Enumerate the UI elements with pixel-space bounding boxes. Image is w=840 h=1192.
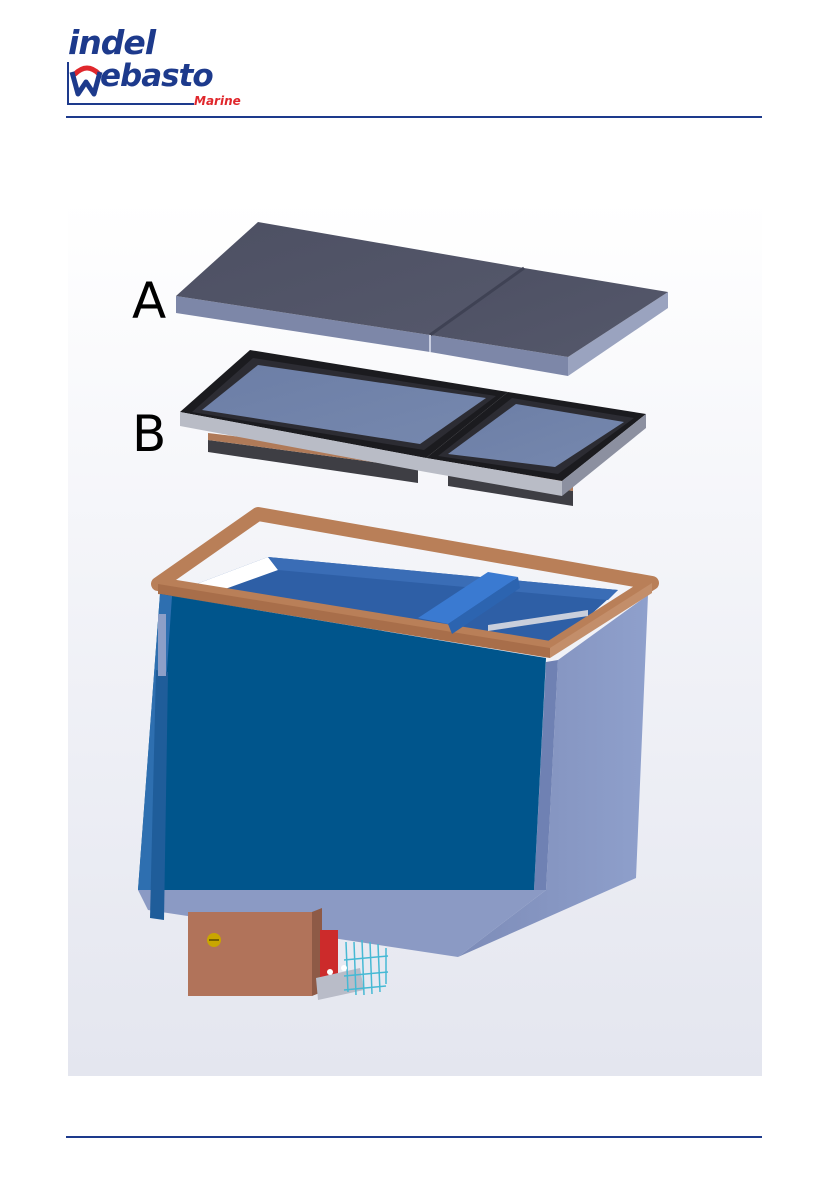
logo-word-marine: Marine [194, 94, 241, 108]
footer-divider [66, 1136, 762, 1138]
header-divider [66, 116, 762, 118]
label-lid: A [132, 272, 166, 330]
logo-word-webasto: ebasto [100, 61, 213, 92]
logo-word-indel: indel [68, 26, 155, 59]
label-inner-lid: B [132, 405, 166, 463]
brand-logo: indel ebasto Marine [66, 26, 256, 110]
fridge-cabinet [138, 514, 652, 1000]
inner-lid-b [180, 350, 646, 506]
fridge-exploded-illustration [68, 200, 762, 1076]
exploded-view-figure: A B [68, 200, 762, 1076]
